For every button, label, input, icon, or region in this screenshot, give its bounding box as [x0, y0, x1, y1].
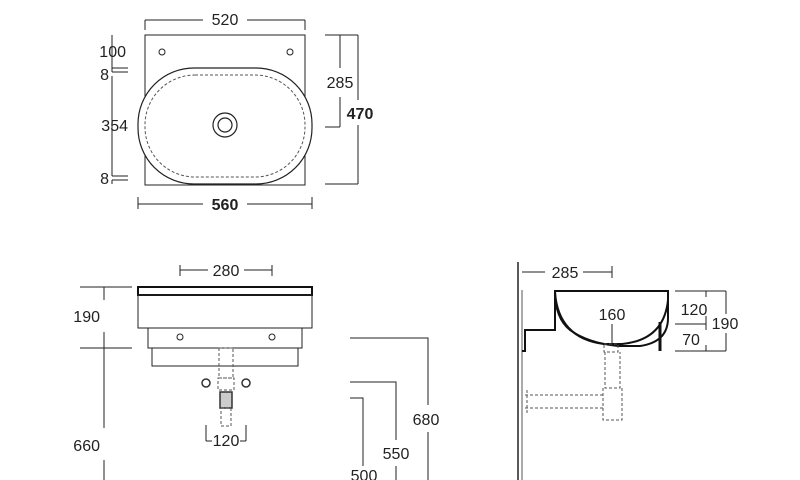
dim-label-550: 550	[383, 446, 410, 463]
dim-label-8-top: 8	[100, 67, 109, 84]
dim-label-8-bottom: 8	[100, 171, 109, 188]
dim-label-190-side: 190	[712, 316, 739, 333]
dim-label-190-front: 190	[73, 309, 100, 326]
trap-fitting-left	[201, 378, 211, 388]
basin-inner-bowl	[144, 74, 306, 178]
dim-line-680	[350, 337, 429, 480]
top-view: 520 560 100 8 354 8 285 470	[99, 12, 373, 214]
dim-label-70: 70	[682, 332, 700, 349]
trap-fitting-right	[241, 378, 251, 388]
side-drain-neck	[603, 343, 619, 353]
side-view: 285 160 120 70 190	[517, 262, 739, 480]
dim-line-side-right	[675, 290, 727, 352]
dim-label-680: 680	[413, 412, 440, 429]
mounting-hole-left	[158, 48, 166, 56]
dim-line-560	[137, 197, 313, 209]
drain-pipe-front	[218, 347, 234, 379]
basin-front-foot	[151, 348, 299, 367]
dim-line-120-front	[205, 425, 247, 442]
dim-label-280: 280	[213, 263, 240, 280]
dim-line-190-660	[80, 286, 132, 480]
waste-outlet-front	[219, 391, 233, 409]
dim-label-500: 500	[351, 468, 378, 480]
dim-label-120-side: 120	[681, 302, 708, 319]
dim-line-280	[179, 265, 273, 276]
front-screw-left	[176, 333, 184, 341]
dim-label-520: 520	[212, 12, 239, 29]
dim-label-160: 160	[599, 307, 626, 324]
dim-label-470: 470	[347, 106, 374, 123]
basin-front-body	[137, 294, 313, 329]
trap-body-front	[217, 377, 235, 391]
dim-label-285-top: 285	[327, 75, 354, 92]
dim-label-354: 354	[101, 118, 128, 135]
dim-label-660: 660	[73, 438, 100, 455]
dim-line-520	[144, 19, 306, 30]
drain-inner	[217, 117, 233, 133]
dim-line-470	[325, 34, 359, 185]
dim-label-120-front: 120	[213, 433, 240, 450]
dim-lines-left	[111, 35, 128, 184]
dim-label-285-side: 285	[552, 265, 579, 282]
front-screw-right	[268, 333, 276, 341]
dim-line-550	[350, 381, 397, 480]
dim-line-500	[350, 397, 364, 466]
basin-side-profile	[522, 290, 669, 352]
dim-label-100: 100	[99, 44, 126, 61]
dim-line-285-side	[522, 266, 613, 278]
side-trap-pipe	[525, 352, 623, 421]
basin-front-base	[147, 328, 303, 349]
dim-label-560: 560	[212, 197, 239, 214]
basin-front-rim	[137, 286, 313, 296]
waste-pipe-down	[220, 407, 232, 427]
front-view: 280 120 190 660 680 550 500	[73, 263, 439, 480]
mounting-hole-right	[286, 48, 294, 56]
